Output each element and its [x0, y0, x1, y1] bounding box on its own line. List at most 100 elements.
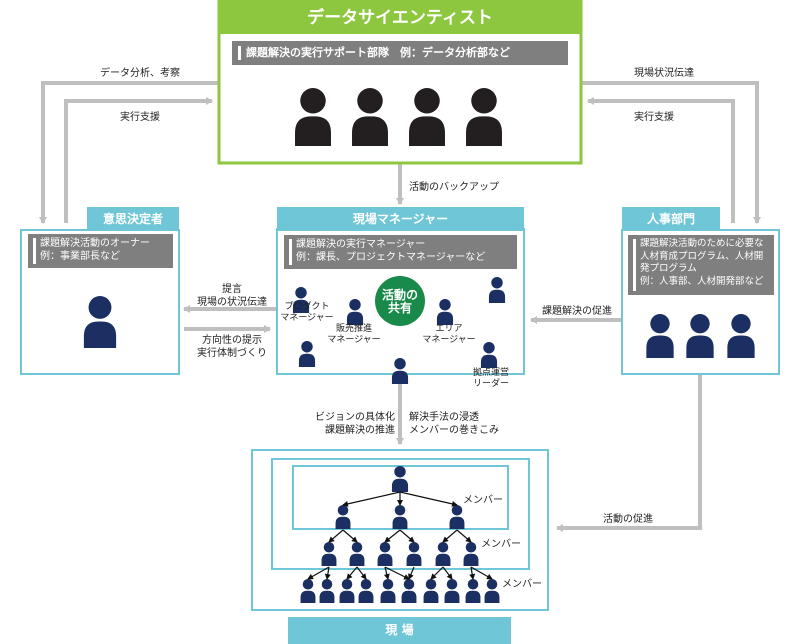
hr-desc-line4: 例：人事部、人材開発部など [640, 275, 764, 287]
member-label-2: メンバー [481, 539, 521, 550]
label-vision-l1: ビジョンの具体化 [315, 412, 395, 423]
field-manager-header [277, 207, 524, 231]
member-person-icon [335, 505, 351, 529]
field-manager-desc: 課題解決の実行マネージャー 例：課長、プロジェクトマネージャーなど [284, 235, 517, 269]
member-person-icon [449, 505, 465, 529]
member-person-icon [463, 542, 479, 566]
hr-person-icon [727, 314, 755, 358]
role-base-l1: 拠点運営 [472, 368, 509, 378]
label-analysis: データ分析、考察 [100, 68, 180, 79]
data-scientist-subtitle: 課題解決の実行サポート部隊 例：データ分析部など [246, 46, 510, 59]
sharing-circle [375, 276, 425, 326]
sharing-line2: 共有 [387, 301, 412, 315]
label-direction: 方向性の提示 実行体制づくり [188, 334, 276, 360]
role-area-l1: エリア [435, 324, 463, 334]
manager-person-icon [292, 287, 310, 313]
decision-maker-person-icon [83, 296, 117, 348]
hierarchy-arrow [442, 566, 453, 580]
hierarchy-arrow [346, 566, 358, 580]
decision-maker-desc-line2: 例：事業部長など [40, 251, 120, 262]
sharing-line1: 活動の [381, 288, 418, 302]
member-person-icon [401, 579, 417, 603]
data-scientist-header [219, 1, 581, 34]
hierarchy-arrow [469, 566, 476, 580]
label-exec-support-left: 実行支援 [120, 112, 160, 123]
hierarchy-arrows [307, 491, 493, 580]
member-person-icon [406, 542, 422, 566]
arrow-exec-support-left [64, 97, 213, 223]
label-direction-l1: 方向性の提示 [202, 335, 262, 346]
member-person-icon [444, 579, 460, 603]
member-person-icon [358, 579, 374, 603]
data-scientist-person-icon [352, 88, 388, 146]
role-product: プロダクト マネージャー [276, 302, 338, 324]
hierarchy-arrow [456, 529, 472, 543]
arrow-exec-support-right [587, 97, 735, 223]
data-scientist-person-icon [409, 88, 445, 146]
hr-person-icon [686, 314, 714, 358]
member-person-icon [392, 505, 408, 529]
arrow-field-status [582, 81, 761, 224]
data-scientist-subbar [232, 41, 568, 65]
hierarchy-arrow [324, 566, 331, 580]
role-sales-l1: 販売推進 [335, 324, 372, 334]
member-person-icon [377, 542, 393, 566]
label-promote-activity: 活動の促進 [603, 514, 653, 525]
manager-person-icon [391, 358, 409, 384]
member-person-icon [484, 579, 500, 603]
hierarchy-arrow [356, 566, 367, 580]
hierarchy-arrow [384, 566, 410, 580]
member-person-icon [300, 579, 316, 603]
hr-header [622, 207, 720, 231]
people-icons [83, 88, 755, 603]
data-scientist-person-icon [295, 88, 331, 146]
label-backup: 活動のバックアップ [409, 182, 499, 193]
arrow-analysis [39, 81, 218, 224]
hierarchy-arrow [399, 529, 415, 543]
role-area-l2: マネージャー [422, 335, 476, 345]
label-vision-l2: 課題解決の推進 [325, 425, 395, 436]
arrow-promote-activity [556, 375, 702, 532]
member-person-icon [435, 542, 451, 566]
label-spread-l1: 解決手法の浸透 [409, 412, 479, 423]
hr-desc-line3: 発プログラム [640, 263, 697, 274]
field-manager-desc-line2: 例：課長、プロジェクトマネージャーなど [296, 252, 486, 263]
hierarchy-arrow [328, 529, 344, 543]
data-scientist-person-icon [466, 88, 502, 146]
hr-person-icon [646, 314, 674, 358]
hr-desc-line2: 人材育成プログラム、人材開 [640, 250, 764, 262]
hierarchy-arrow [384, 529, 401, 543]
hierarchy-arrow [470, 566, 493, 580]
label-proposal-l2: 現場の状況伝達 [197, 297, 267, 308]
label-spread-l2: メンバーの巻きこみ [409, 425, 499, 436]
field-footer [288, 617, 511, 644]
field-manager-desc-line1: 課題解決の実行マネージャー [296, 239, 426, 250]
label-field-status: 現場状況伝達 [634, 68, 694, 79]
label-direction-l2: 実行体制づくり [197, 348, 267, 359]
role-product-l2: マネージャー [280, 313, 334, 323]
label-exec-support-right: 実行支援 [634, 112, 674, 123]
decision-maker-title: 意思決定者 [102, 212, 163, 226]
hierarchy-arrow [430, 566, 444, 580]
member-person-icon [319, 579, 335, 603]
role-base-l2: リーダー [472, 379, 509, 389]
member-person-icon [321, 542, 337, 566]
gray-arrows [39, 81, 761, 532]
member-person-icon [465, 579, 481, 603]
hierarchy-arrow [399, 491, 458, 507]
hierarchy-arrow [383, 566, 390, 580]
data-scientist-title: データサイエンティスト [307, 8, 493, 28]
field-title: 現 場 [385, 623, 414, 637]
label-promote-solution: 課題解決の促進 [542, 306, 612, 317]
member-person-icon [391, 466, 409, 492]
role-product-l1: プロダクト [284, 302, 330, 312]
role-sales-l2: マネージャー [327, 335, 381, 345]
hierarchy-arrow [342, 529, 358, 543]
decision-maker-desc: 課題解決活動のオーナー 例：事業部長など [28, 234, 173, 268]
role-base: 拠点運営 リーダー [462, 368, 520, 390]
member-label-1: メンバー [463, 495, 503, 506]
label-spread: 解決手法の浸透 メンバーの巻きこみ [409, 411, 499, 437]
field-manager-title: 現場マネージャー [352, 212, 449, 226]
hr-title: 人事部門 [646, 212, 695, 226]
